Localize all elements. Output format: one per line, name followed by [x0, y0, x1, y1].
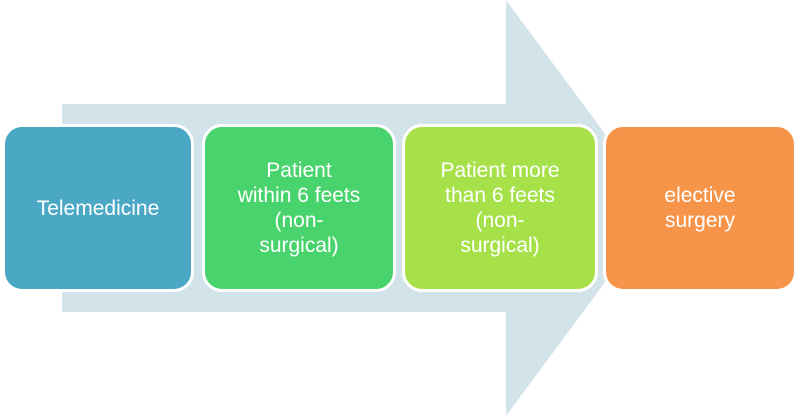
step-line: elective: [664, 184, 736, 207]
step-line: surgical): [259, 234, 339, 257]
step-line: within 6 feets: [237, 184, 361, 207]
step-line: Patient: [266, 159, 332, 182]
step-line: (non-: [274, 209, 324, 232]
step-line: Telemedicine: [36, 196, 160, 220]
step-text: Telemedicine: [37, 196, 160, 221]
step-line: surgery: [664, 209, 735, 232]
step-line: than 6 feets: [445, 184, 555, 207]
step-text: elective surgery: [664, 183, 735, 233]
step-patient-within-6-feets: Patient within 6 feets (non- surgical): [202, 124, 396, 292]
step-line: Patient more: [440, 159, 560, 182]
step-text: Patient more than 6 feets (non- surgical…: [440, 158, 559, 258]
step-line: surgical): [460, 234, 540, 257]
step-line: (non-: [475, 209, 525, 232]
step-elective-surgery: elective surgery: [603, 124, 797, 292]
step-telemedicine: Telemedicine: [2, 124, 194, 292]
step-patient-more-than-6-feets: Patient more than 6 feets (non- surgical…: [402, 124, 598, 292]
step-text: Patient within 6 feets (non- surgical): [238, 158, 361, 258]
